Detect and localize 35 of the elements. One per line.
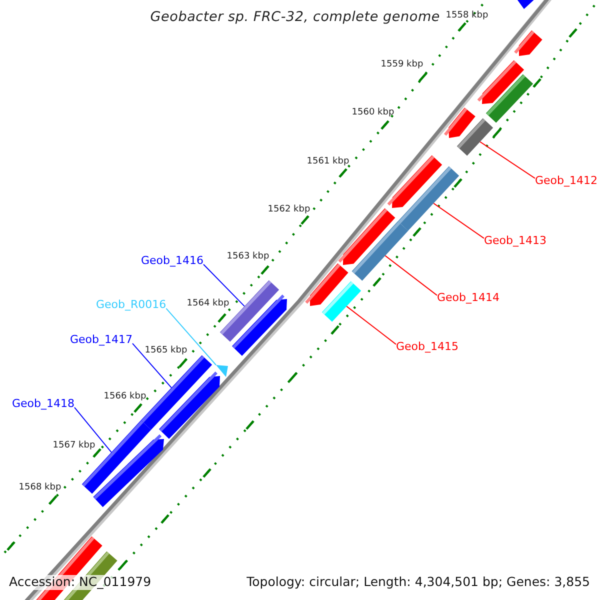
gene-label: Geob_1417 xyxy=(70,334,132,345)
scale-label: 1568 kbp xyxy=(18,484,62,492)
scale-label: 1561 kbp xyxy=(306,158,350,166)
scale-label: 1559 kbp xyxy=(380,60,424,70)
gene-label: Geob_1415 xyxy=(396,341,458,352)
scale-label: 1566 kbp xyxy=(104,392,146,402)
leader-line xyxy=(384,255,438,296)
gene-label: Geob_1416 xyxy=(141,255,204,266)
scale-label: 1565 kbp xyxy=(144,346,188,356)
gene-block xyxy=(322,281,362,322)
leader-line xyxy=(346,306,396,345)
leader-line xyxy=(203,264,245,307)
scale-label: 1560 kbp xyxy=(352,108,394,118)
footer-text: Topology: circular; Length: 4,304,501 bp; Genes: 3,855 xyxy=(244,575,592,590)
gene-label: Geob_1414 xyxy=(437,292,500,303)
gene-label: Geob_R0016 xyxy=(96,299,166,310)
gene-marker xyxy=(216,365,228,377)
scale-label: 1558 kbp xyxy=(446,12,488,20)
gene-label: Geob_1412 xyxy=(535,175,598,186)
gene-block xyxy=(456,118,494,156)
gene-label: Geob_1413 xyxy=(484,235,546,246)
scale-label: 1562 kbp xyxy=(268,206,310,214)
gene-block xyxy=(398,166,460,231)
gene-block xyxy=(352,221,408,281)
leader-line xyxy=(480,141,536,179)
scale-label: 1563 kbp xyxy=(226,252,270,262)
leader-line xyxy=(166,308,216,366)
leader-line xyxy=(74,406,112,453)
gene-label: Geob_1418 xyxy=(12,398,74,409)
leader-line xyxy=(132,342,172,388)
title: Geobacter sp. FRC-32, complete genome xyxy=(150,11,440,24)
scale-label: 1564 kbp xyxy=(186,300,230,308)
footer-text: Accession: NC_011979 xyxy=(7,575,154,590)
scale-label: 1567 kbp xyxy=(52,442,96,450)
leader-line xyxy=(433,202,484,239)
